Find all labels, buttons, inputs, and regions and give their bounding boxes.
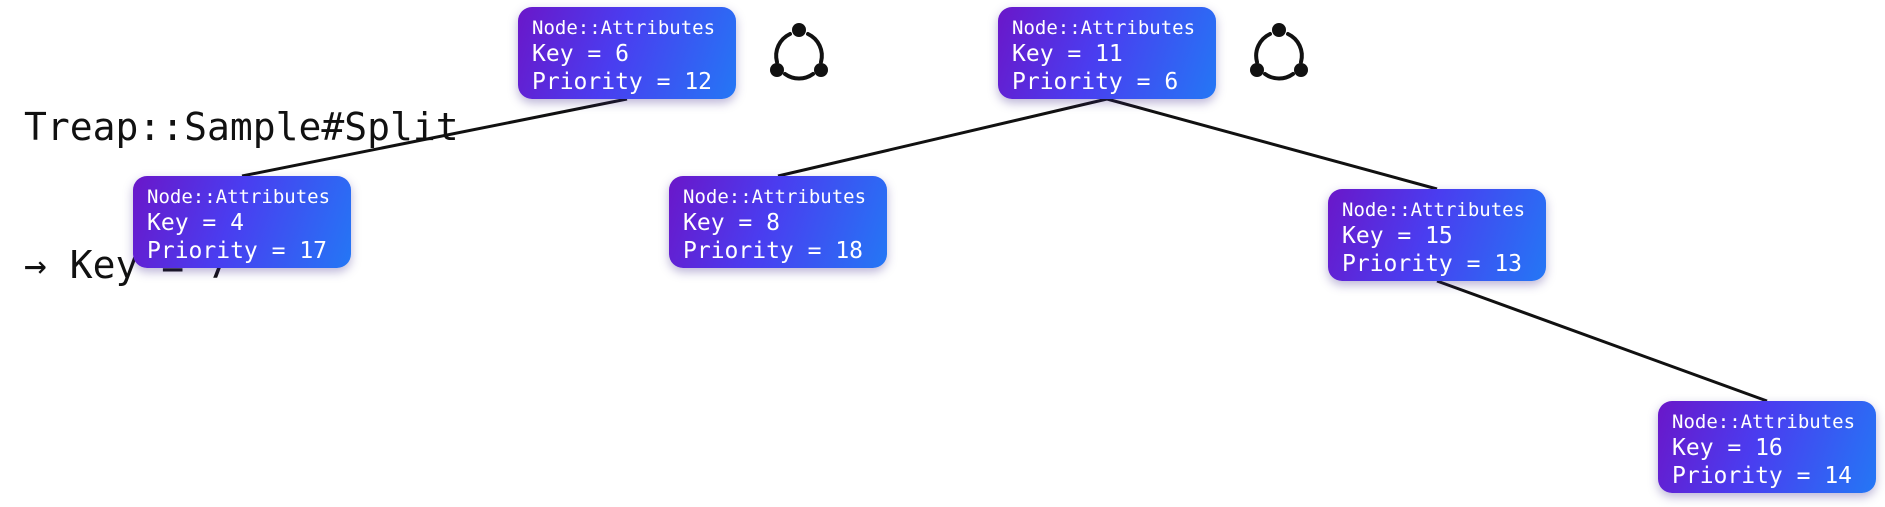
three-node-cycle-icon [770, 23, 828, 81]
node-priority: Priority = 18 [683, 238, 864, 264]
tree-node: Node::Attributes Key = 4 Priority = 17 [133, 176, 351, 268]
tree-edge [1436, 279, 1768, 403]
node-priority: Priority = 12 [532, 69, 713, 95]
node-key: Key = 8 [683, 210, 780, 236]
node-key: Key = 4 [147, 210, 244, 236]
node-key: Key = 15 [1342, 223, 1453, 249]
node-type-label: Node::Attributes [1012, 17, 1196, 39]
node-type-label: Node::Attributes [147, 186, 331, 208]
tree-node: Node::Attributes Key = 11 Priority = 6 [998, 7, 1216, 99]
node-type-label: Node::Attributes [1342, 199, 1526, 221]
node-priority: Priority = 14 [1672, 463, 1853, 489]
tree-node: Node::Attributes Key = 15 Priority = 13 [1328, 189, 1546, 281]
node-key: Key = 6 [532, 41, 629, 67]
three-node-cycle-icon [1250, 23, 1308, 81]
tree-node: Node::Attributes Key = 8 Priority = 18 [669, 176, 887, 268]
node-type-label: Node::Attributes [532, 17, 716, 39]
node-priority: Priority = 17 [147, 238, 328, 264]
tree-node: Node::Attributes Key = 6 Priority = 12 [518, 7, 736, 99]
node-key: Key = 16 [1672, 435, 1783, 461]
tree-edge [1106, 97, 1438, 191]
node-type-label: Node::Attributes [683, 186, 867, 208]
tree-node: Node::Attributes Key = 16 Priority = 14 [1658, 401, 1876, 493]
node-priority: Priority = 6 [1012, 69, 1179, 95]
title-operation: Treap::Sample#Split [24, 105, 459, 149]
node-priority: Priority = 13 [1342, 251, 1523, 277]
tree-edge [777, 97, 1108, 178]
node-type-label: Node::Attributes [1672, 411, 1856, 433]
tree-edge [241, 97, 628, 178]
node-key: Key = 11 [1012, 41, 1123, 67]
